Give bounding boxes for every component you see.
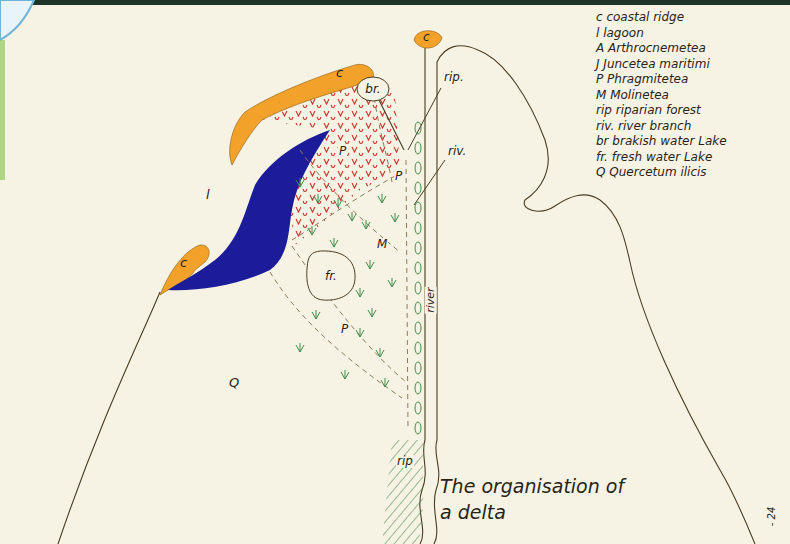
legend-entry: fr. fresh water Lake <box>596 150 727 166</box>
coastline <box>58 292 160 544</box>
legend-entry: br brakish water Lake <box>596 134 727 150</box>
lagoon <box>168 130 330 290</box>
riparian-tree <box>415 422 421 434</box>
coastline <box>437 46 755 544</box>
coastal-ridge <box>414 31 442 48</box>
legend: c coastal ridgel lagoonA ArthrocnemeteaJ… <box>596 10 727 181</box>
grass-tuft <box>381 378 389 387</box>
brackish-lake: br. <box>356 76 390 102</box>
legend-entry: J Juncetea maritimi <box>596 57 727 73</box>
grass-tuft <box>330 238 338 247</box>
riparian-tree <box>415 182 421 194</box>
legend-entry: A Arthrocnemetea <box>596 41 727 57</box>
grass-tuft <box>334 198 342 207</box>
zone-code: rip <box>396 455 414 468</box>
grass-tuft <box>391 213 399 222</box>
zone-code: rip. <box>443 71 465 84</box>
riparian-tree <box>415 402 421 414</box>
riparian-tree <box>415 162 421 174</box>
riparian-tree <box>415 142 421 154</box>
riparian-tree <box>415 322 421 334</box>
riparian-tree <box>415 262 421 274</box>
zone-code: Q <box>228 376 240 390</box>
lake-label: br. <box>365 82 380 96</box>
frame-bar <box>0 0 790 5</box>
riparian-tree <box>415 362 421 374</box>
zone-boundary <box>406 160 408 430</box>
grass-tuft <box>376 348 384 357</box>
ridge-code: c <box>423 31 430 44</box>
riparian-tree <box>415 222 421 234</box>
riparian-tree <box>415 302 421 314</box>
grass-tuft <box>368 308 376 317</box>
riparian-tree <box>415 122 421 134</box>
grass-tuft <box>296 178 304 187</box>
zone-code: P <box>340 323 349 336</box>
legend-entry: rip riparian forest <box>596 103 727 119</box>
zone-code: P <box>338 145 347 158</box>
grass-tuft <box>366 260 374 269</box>
zone-code: M <box>376 238 388 251</box>
river-label: river <box>425 286 437 313</box>
legend-entry: c coastal ridge <box>596 10 727 26</box>
page-number: - 24 <box>766 505 777 527</box>
legend-entry: Q Quercetum ilicis <box>596 165 727 181</box>
zone-code: riv. <box>447 145 467 158</box>
ridge-code: c <box>336 66 343 80</box>
zone-boundary <box>300 150 400 252</box>
diagram-title: The organisation of a delta <box>440 474 625 525</box>
leader-line <box>408 88 441 150</box>
grass-tuft <box>348 212 356 221</box>
grass-tuft <box>314 194 322 203</box>
legend-entry: P Phragmitetea <box>596 72 727 88</box>
grass-tuft <box>388 278 396 287</box>
leader-line <box>414 160 445 205</box>
grass-tuft <box>312 310 320 319</box>
zone-code: P <box>394 170 403 183</box>
riparian-tree <box>415 342 421 354</box>
grass-tuft <box>341 370 349 379</box>
legend-entry: M Molinetea <box>596 88 727 104</box>
side-ornament <box>0 40 5 180</box>
corner-ornament <box>0 0 34 40</box>
lake-label: fr. <box>325 269 337 283</box>
legend-entry: l lagoon <box>596 26 727 42</box>
grass-tuft <box>378 194 386 203</box>
riparian-tree <box>415 282 421 294</box>
riparian-tree <box>415 202 421 214</box>
zone-boundary <box>292 246 406 382</box>
riparian-tree <box>415 242 421 254</box>
ridge-code: c <box>180 256 187 270</box>
grass-tuft <box>356 328 364 337</box>
riparian-tree <box>415 382 421 394</box>
legend-entry: riv. river branch <box>596 119 727 135</box>
zone-code: l <box>205 188 211 202</box>
grass-tuft <box>296 343 304 352</box>
zone-boundary <box>292 176 395 240</box>
grass-tuft <box>362 220 370 229</box>
grass-tuft <box>356 288 364 297</box>
grass-tuft <box>308 226 316 235</box>
fresh-lake: fr. <box>305 250 357 302</box>
riparian-forest <box>382 440 424 544</box>
